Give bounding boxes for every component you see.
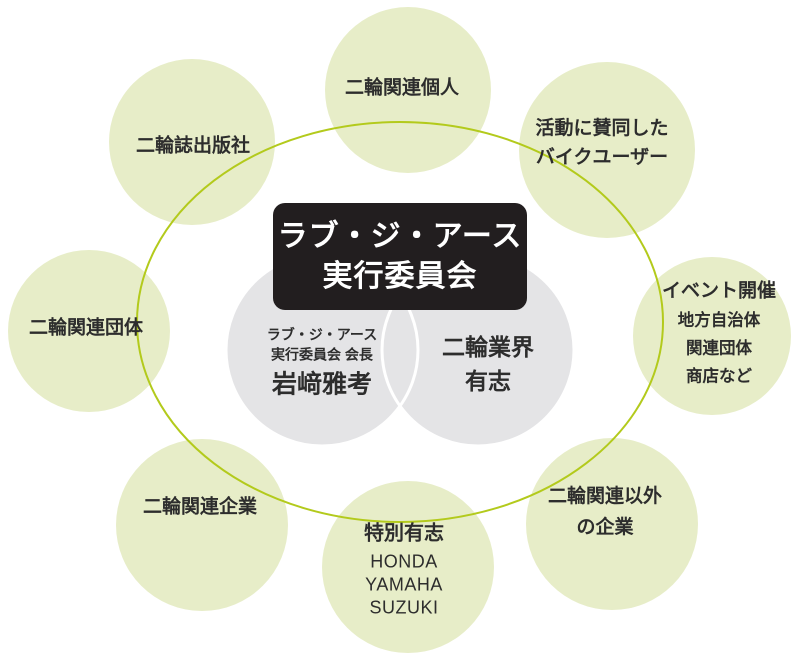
circle-non-motorcycle-companies bbox=[526, 438, 698, 610]
network-ellipse bbox=[136, 121, 664, 523]
label-line: バイクユーザー bbox=[535, 147, 669, 168]
label-line: SUZUKI bbox=[369, 597, 439, 618]
chairman-org-line1: ラブ・ジ・アース bbox=[266, 326, 378, 343]
committee-title-box: ラブ・ジ・アース 実行委員会 bbox=[273, 203, 527, 310]
circle-event-hosts bbox=[633, 257, 791, 415]
label-line: 地方自治体 bbox=[677, 311, 761, 330]
committee-title-line1: ラブ・ジ・アース bbox=[277, 219, 523, 253]
industry-label-line1: 二輪業界 bbox=[442, 334, 534, 360]
label-line: の企業 bbox=[576, 517, 634, 538]
circle-motorcycle-magazine-publishers bbox=[109, 59, 275, 225]
chairman-label: ラブ・ジ・アース 実行委員会 会長 岩﨑雅考 bbox=[267, 325, 377, 400]
label-line: 二輪関連以外 bbox=[547, 486, 663, 507]
label-line: 商店など bbox=[685, 367, 752, 386]
label-title: 特別有志 bbox=[364, 522, 444, 545]
label-line: HONDA bbox=[370, 551, 438, 572]
industry-label-line2: 有志 bbox=[465, 368, 511, 394]
label-line: 二輪誌出版社 bbox=[135, 135, 251, 157]
label-motorcycle-organizations: 二輪関連団体 bbox=[29, 313, 143, 340]
label-line: 二輪関連個人 bbox=[344, 77, 460, 99]
label-title: イベント開催 bbox=[661, 280, 777, 302]
label-motorcycle-individuals: 二輪関連個人 bbox=[345, 73, 459, 100]
label-line: 関連団体 bbox=[685, 339, 752, 358]
label-line: YAMAHA bbox=[365, 574, 443, 595]
circle-motorcycle-companies bbox=[116, 439, 288, 611]
label-supporting-bike-users: 活動に賛同した バイクユーザー bbox=[535, 114, 668, 172]
industry-volunteers-label: 二輪業界 有志 bbox=[442, 330, 534, 398]
label-motorcycle-companies: 二輪関連企業 bbox=[143, 492, 257, 519]
circle-special-volunteers bbox=[322, 481, 494, 653]
chairman-name: 岩﨑雅考 bbox=[271, 370, 372, 399]
label-line: 活動に賛同した bbox=[535, 118, 669, 139]
label-motorcycle-magazine-publishers: 二輪誌出版社 bbox=[136, 131, 250, 158]
chairman-org-line2: 実行委員会 会長 bbox=[271, 346, 373, 363]
label-line: 二輪関連企業 bbox=[142, 496, 258, 518]
label-line: 二輪関連団体 bbox=[28, 317, 144, 339]
label-special-volunteers: 特別有志 HONDA YAMAHA SUZUKI bbox=[364, 517, 444, 620]
circle-supporting-bike-users bbox=[519, 62, 695, 238]
label-event-hosts: イベント開催 地方自治体 関連団体 商店など bbox=[662, 276, 776, 391]
label-non-motorcycle-companies: 二輪関連以外 の企業 bbox=[548, 481, 662, 543]
circle-motorcycle-individuals bbox=[325, 7, 491, 173]
committee-title-line2: 実行委員会 bbox=[322, 259, 478, 293]
